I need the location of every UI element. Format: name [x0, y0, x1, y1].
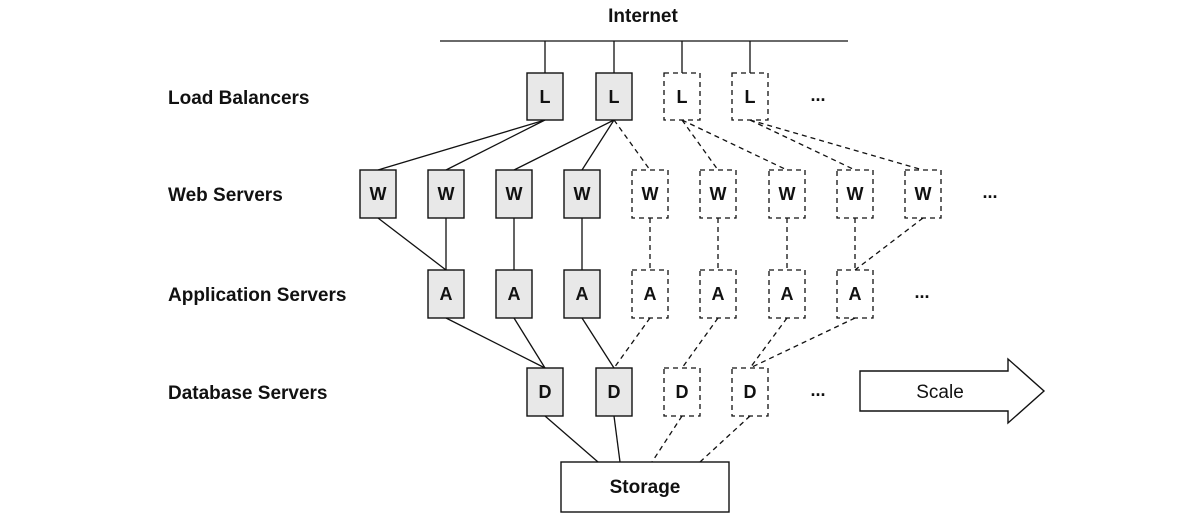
edge-l4-w9 — [749, 119, 924, 171]
svg-text:D: D — [744, 382, 757, 402]
svg-text:W: W — [847, 184, 864, 204]
svg-text:A: A — [440, 284, 453, 304]
web-server-node-scaled: W — [836, 169, 874, 219]
scale-arrow: Scale — [859, 357, 1046, 425]
edge-w9-a7 — [854, 217, 924, 271]
edge-a5-d3 — [681, 317, 719, 369]
application-server-row: A A A A A A A ... — [427, 269, 930, 319]
scale-arrow-shape — [859, 357, 1046, 425]
svg-text:W: W — [370, 184, 387, 204]
edge-a3-d2 — [581, 317, 615, 369]
application-server-node-scaled: A — [768, 269, 806, 319]
svg-text:A: A — [849, 284, 862, 304]
svg-text:L: L — [677, 87, 688, 107]
web-server-node-scaled: W — [904, 169, 942, 219]
svg-text:W: W — [710, 184, 727, 204]
storage-box: Storage — [560, 461, 730, 513]
svg-text:W: W — [642, 184, 659, 204]
svg-text:D: D — [676, 382, 689, 402]
web-server-node-scaled: W — [631, 169, 669, 219]
edge-l3-w7 — [681, 119, 788, 171]
load-balancer-node-scaled: L — [731, 72, 769, 121]
database-server-node: D — [595, 367, 633, 417]
svg-text:A: A — [644, 284, 657, 304]
edge-l1-w2 — [445, 119, 546, 171]
svg-text:W: W — [779, 184, 796, 204]
web-server-node-scaled: W — [699, 169, 737, 219]
edge-a7-d4 — [749, 317, 856, 369]
web-server-row: W W W W W W W W W ... — [359, 169, 998, 219]
load-balancer-node: L — [595, 72, 633, 121]
load-balancer-ellipsis: ... — [810, 85, 825, 105]
database-server-node-scaled: D — [731, 367, 769, 417]
web-server-node-scaled: W — [768, 169, 806, 219]
application-server-node-scaled: A — [836, 269, 874, 319]
svg-text:A: A — [781, 284, 794, 304]
load-balancer-node: L — [526, 72, 564, 121]
scale-arrow-label: Scale — [916, 382, 964, 403]
svg-text:W: W — [915, 184, 932, 204]
web-server-node: W — [427, 169, 465, 219]
edge-d1-storage — [544, 415, 599, 463]
svg-text:D: D — [539, 382, 552, 402]
load-balancer-node-scaled: L — [663, 72, 701, 121]
application-server-node: A — [495, 269, 533, 319]
svg-text:L: L — [540, 87, 551, 107]
database-server-node: D — [526, 367, 564, 417]
application-server-node-scaled: A — [699, 269, 737, 319]
web-server-node: W — [563, 169, 601, 219]
edge-a6-d4 — [749, 317, 788, 369]
svg-text:W: W — [438, 184, 455, 204]
application-server-node: A — [427, 269, 465, 319]
row-label-web-servers: Web Servers — [168, 185, 283, 206]
edge-l2-w5 — [613, 119, 651, 171]
storage-label: Storage — [610, 477, 681, 498]
svg-text:L: L — [609, 87, 620, 107]
svg-text:W: W — [574, 184, 591, 204]
svg-text:A: A — [576, 284, 589, 304]
database-server-ellipsis: ... — [810, 380, 825, 400]
svg-text:A: A — [508, 284, 521, 304]
edge-d3-storage — [651, 415, 683, 463]
edge-l4-w8 — [749, 119, 856, 171]
web-server-ellipsis: ... — [982, 182, 997, 202]
row-label-database-servers: Database Servers — [168, 383, 328, 404]
svg-text:D: D — [608, 382, 621, 402]
load-balancer-row: L L L L ... — [526, 72, 826, 121]
edge-a2-d1 — [513, 317, 546, 369]
svg-text:W: W — [506, 184, 523, 204]
edge-a4-d2 — [613, 317, 651, 369]
internet-label: Internet — [608, 6, 678, 27]
svg-text:L: L — [745, 87, 756, 107]
edge-w1-a1 — [377, 217, 447, 271]
edge-d2-storage — [613, 415, 621, 463]
edge-l1-w1 — [377, 119, 546, 171]
svg-text:A: A — [712, 284, 725, 304]
edge-l2-w4 — [581, 119, 615, 171]
edge-d4-storage — [699, 415, 751, 463]
application-server-node: A — [563, 269, 601, 319]
edge-l2-w3 — [513, 119, 615, 171]
edge-a1-d1 — [445, 317, 546, 369]
row-label-load-balancers: Load Balancers — [168, 88, 310, 109]
database-server-row: D D D D ... — [526, 367, 826, 417]
edge-l3-w6 — [681, 119, 719, 171]
database-server-node-scaled: D — [663, 367, 701, 417]
row-label-application-servers: Application Servers — [168, 285, 346, 306]
application-server-node-scaled: A — [631, 269, 669, 319]
application-server-ellipsis: ... — [914, 282, 929, 302]
web-server-node: W — [359, 169, 397, 219]
web-server-node: W — [495, 169, 533, 219]
edges — [377, 41, 924, 463]
